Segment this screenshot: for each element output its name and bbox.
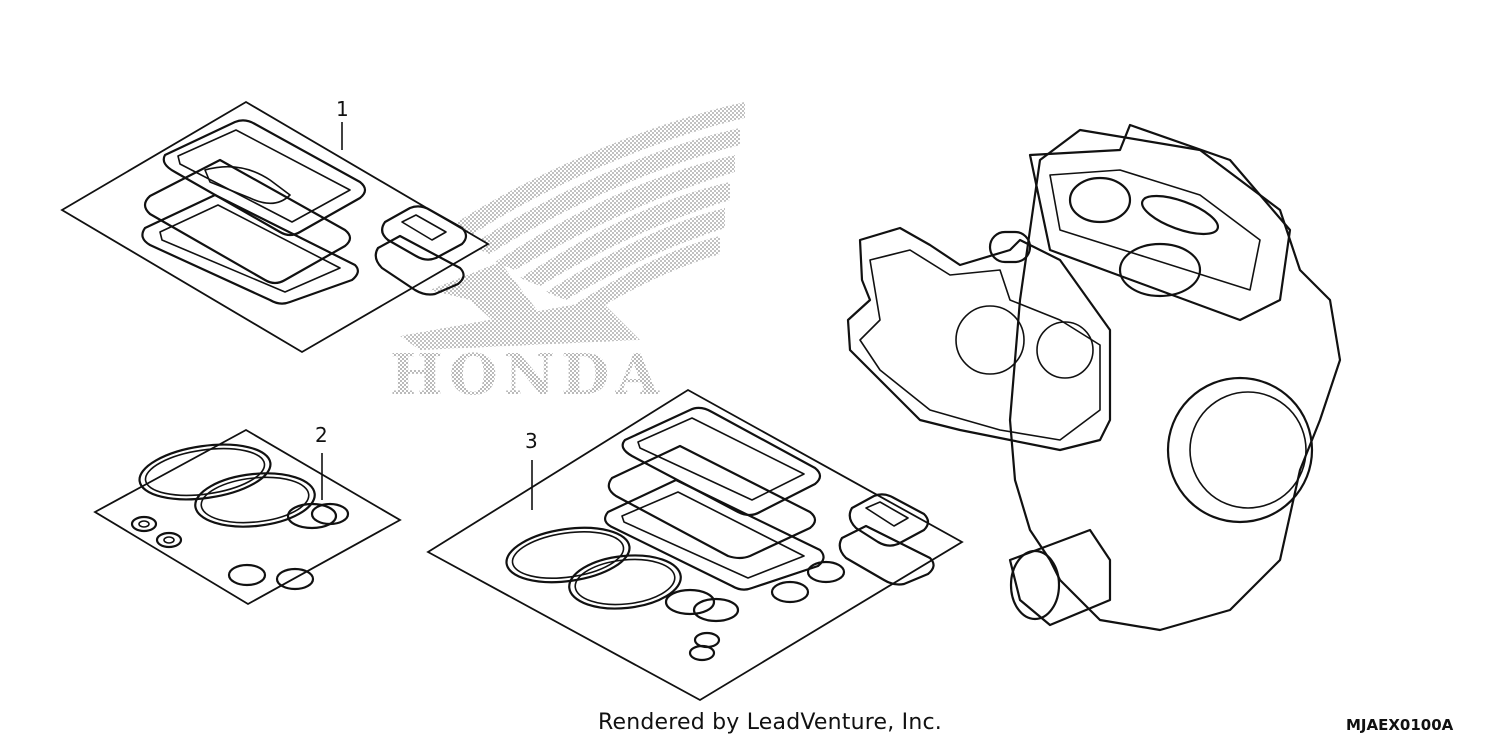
callout-2: 2 bbox=[315, 423, 328, 447]
honda-wing-logo-icon bbox=[400, 102, 745, 350]
callout-1: 1 bbox=[336, 97, 349, 121]
gasket-kit-a-illustration bbox=[60, 100, 490, 354]
gasket-kit-b-illustration bbox=[426, 388, 964, 702]
engine-illustration bbox=[846, 123, 1342, 632]
callout-3: 3 bbox=[525, 429, 538, 453]
diagram-code: MJAEX0100A bbox=[1346, 716, 1454, 734]
o-ring-kit-illustration bbox=[93, 428, 402, 606]
honda-watermark-text: HONDA bbox=[390, 342, 665, 408]
credit-text: Rendered by LeadVenture, Inc. bbox=[598, 710, 942, 735]
